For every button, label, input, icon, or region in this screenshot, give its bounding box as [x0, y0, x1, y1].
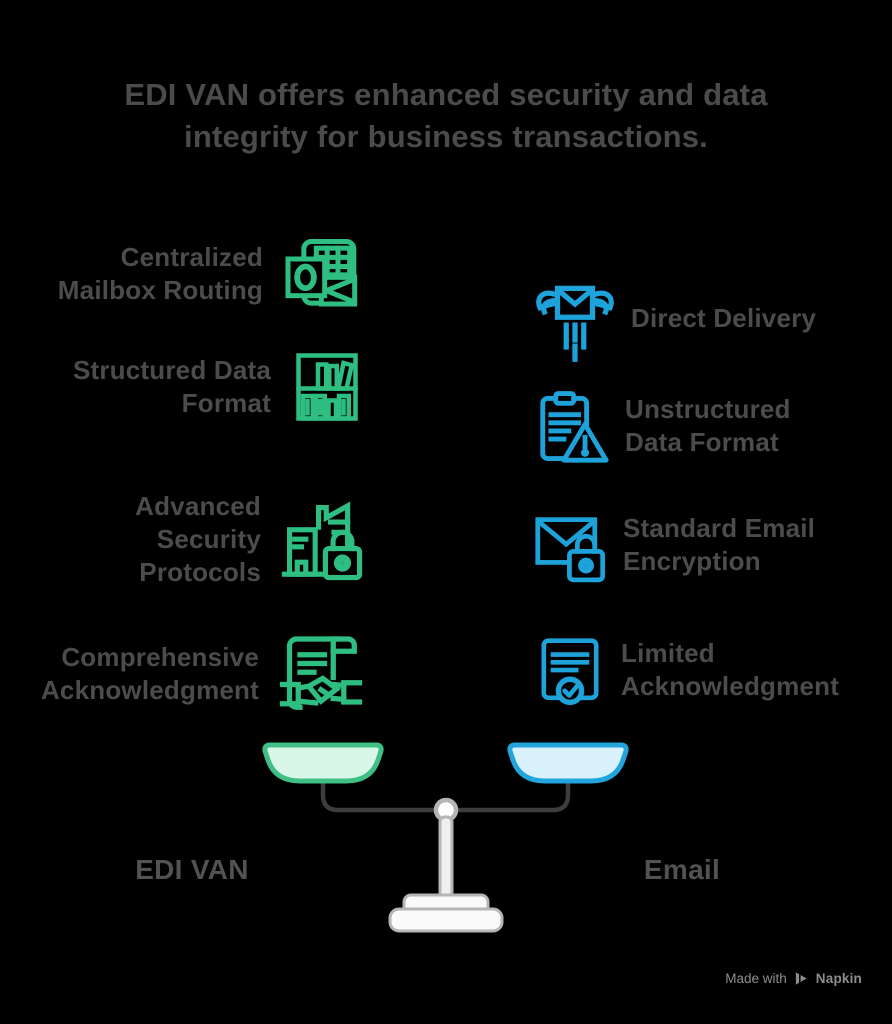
feature-label: Unstructured Data Format	[625, 393, 791, 457]
feature-row: Direct Delivery	[533, 271, 836, 367]
feature-label: Comprehensive Acknowledgment	[40, 641, 259, 705]
outlook-mailbox-icon	[285, 238, 358, 307]
feature-row: Structured Data Format	[71, 348, 363, 426]
feature-row: Advanced Security Protocols	[111, 490, 363, 589]
feature-row: Comprehensive Acknowledgment	[39, 632, 363, 716]
feature-label: Centralized Mailbox Routing	[57, 241, 263, 305]
scale-base-lower	[388, 907, 504, 933]
scale-pan-left	[262, 742, 384, 784]
feature-row: Unstructured Data Format	[533, 384, 790, 468]
scale-label-email: Email	[643, 854, 721, 885]
feature-label: Limited Acknowledgment	[621, 637, 840, 701]
buildings-lock-icon	[281, 500, 363, 580]
winged-envelope-icon	[536, 285, 614, 362]
feature-label: Advanced Security Protocols	[135, 491, 261, 588]
feature-label: Structured Data Format	[72, 354, 271, 418]
scale-label-edi-van: EDI VAN	[135, 854, 249, 885]
feature-row: Centralized Mailbox Routing	[48, 230, 363, 318]
clipboard-warning-icon	[540, 391, 609, 463]
envelope-lock-icon	[535, 517, 606, 583]
feature-row: Standard Email Encryption	[533, 504, 818, 586]
watermark-prefix: Made with	[725, 971, 787, 986]
scale-pole	[438, 815, 454, 905]
watermark-brand: Napkin	[815, 971, 862, 986]
balance-scale	[262, 742, 629, 933]
certificate-check-icon	[541, 638, 599, 706]
scroll-handshake-icon	[279, 636, 363, 710]
napkin-logo-icon	[795, 972, 807, 985]
napkin-watermark: Made with Napkin	[725, 971, 862, 986]
feature-label: Standard Email Encryption	[623, 512, 816, 576]
bookshelf-icon	[296, 353, 358, 421]
feature-row: Limited Acknowledgment	[533, 630, 846, 710]
page-title: EDI VAN offers enhanced security and dat…	[124, 77, 768, 155]
scale-pan-right	[507, 742, 629, 784]
feature-label: Direct Delivery	[631, 303, 817, 334]
